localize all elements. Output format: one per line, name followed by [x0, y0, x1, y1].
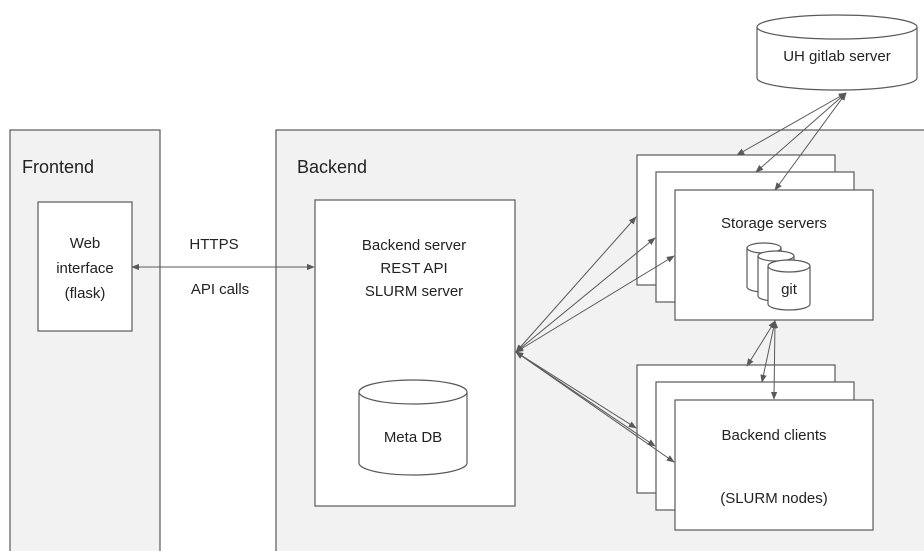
gitlab-server-label: UH gitlab server: [783, 48, 891, 65]
backend-clients-front: [674, 399, 874, 531]
frontend-title: Frontend: [22, 157, 94, 177]
gitlab-sync-connectors: [736, 92, 847, 191]
backend-server-line-2: REST API: [380, 260, 447, 277]
web-interface-line-1: Web: [70, 235, 101, 252]
storage-clients-connectors: [746, 320, 779, 400]
https-label: HTTPS: [189, 236, 238, 253]
meta-db-cylinder: [358, 379, 468, 476]
backend-server-line-1: Backend server: [362, 237, 466, 254]
web-interface-box: [37, 201, 133, 332]
backend-title: Backend: [297, 157, 367, 177]
gitlab-server-cylinder: [756, 14, 918, 91]
git-label: git: [781, 281, 798, 298]
web-interface-line-2: interface: [56, 260, 114, 277]
backend-clients-label: Backend clients: [721, 427, 826, 444]
web-interface-line-3: (flask): [65, 285, 106, 302]
backend-fanout-connectors: [515, 216, 675, 463]
git-repository-icon: [746, 242, 811, 311]
backend-server-line-3: SLURM server: [365, 283, 463, 300]
api-calls-label: API calls: [191, 281, 249, 298]
meta-db-label: Meta DB: [384, 429, 442, 446]
slurm-nodes-label: (SLURM nodes): [720, 490, 828, 507]
storage-servers-label: Storage servers: [721, 215, 827, 232]
frontend-panel: [9, 129, 161, 551]
